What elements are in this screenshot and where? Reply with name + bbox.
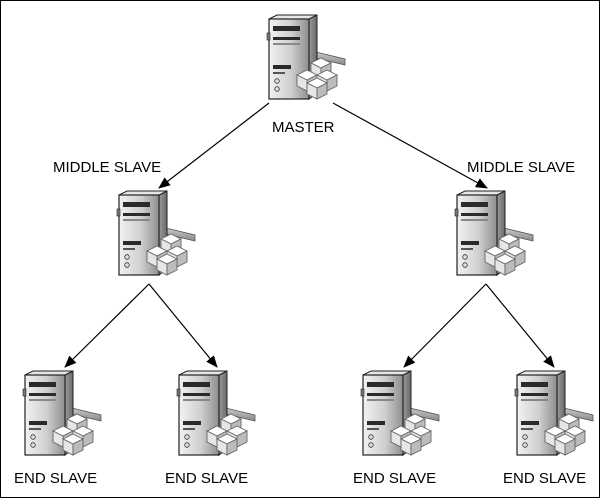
edge-middle-right-to-end-4 bbox=[485, 283, 555, 368]
node-master: MASTER bbox=[266, 14, 346, 136]
end-slave-4-label: END SLAVE bbox=[503, 470, 586, 487]
middle-slave-right-label: MIDDLE SLAVE bbox=[467, 159, 575, 176]
edge-middle-left-to-end-1 bbox=[64, 283, 150, 368]
node-end-slave-2: END SLAVE bbox=[165, 370, 256, 487]
node-middle-slave-left: MIDDLE SLAVE bbox=[53, 159, 196, 276]
end-slave-3-label: END SLAVE bbox=[353, 470, 436, 487]
end-slave-2-label: END SLAVE bbox=[165, 470, 248, 487]
server-icon bbox=[116, 190, 196, 276]
node-end-slave-1: END SLAVE bbox=[14, 370, 102, 487]
edge-middle-left-to-end-2 bbox=[148, 283, 218, 368]
edge-middle-right-to-end-3 bbox=[403, 283, 487, 368]
node-middle-slave-right: MIDDLE SLAVE bbox=[454, 159, 575, 276]
server-icon bbox=[360, 370, 440, 456]
end-slave-1-label: END SLAVE bbox=[14, 470, 97, 487]
middle-slave-left-label: MIDDLE SLAVE bbox=[53, 159, 161, 176]
edge-master-to-middle-left bbox=[158, 102, 270, 189]
node-end-slave-4: END SLAVE bbox=[503, 370, 594, 487]
server-icon bbox=[514, 370, 594, 456]
master-label: MASTER bbox=[272, 119, 335, 136]
server-icon bbox=[22, 370, 102, 456]
server-icon bbox=[266, 14, 346, 100]
server-icon bbox=[454, 190, 534, 276]
edges bbox=[64, 102, 555, 368]
node-end-slave-3: END SLAVE bbox=[353, 370, 440, 487]
server-icon bbox=[176, 370, 256, 456]
edge-master-to-middle-right bbox=[332, 102, 488, 189]
